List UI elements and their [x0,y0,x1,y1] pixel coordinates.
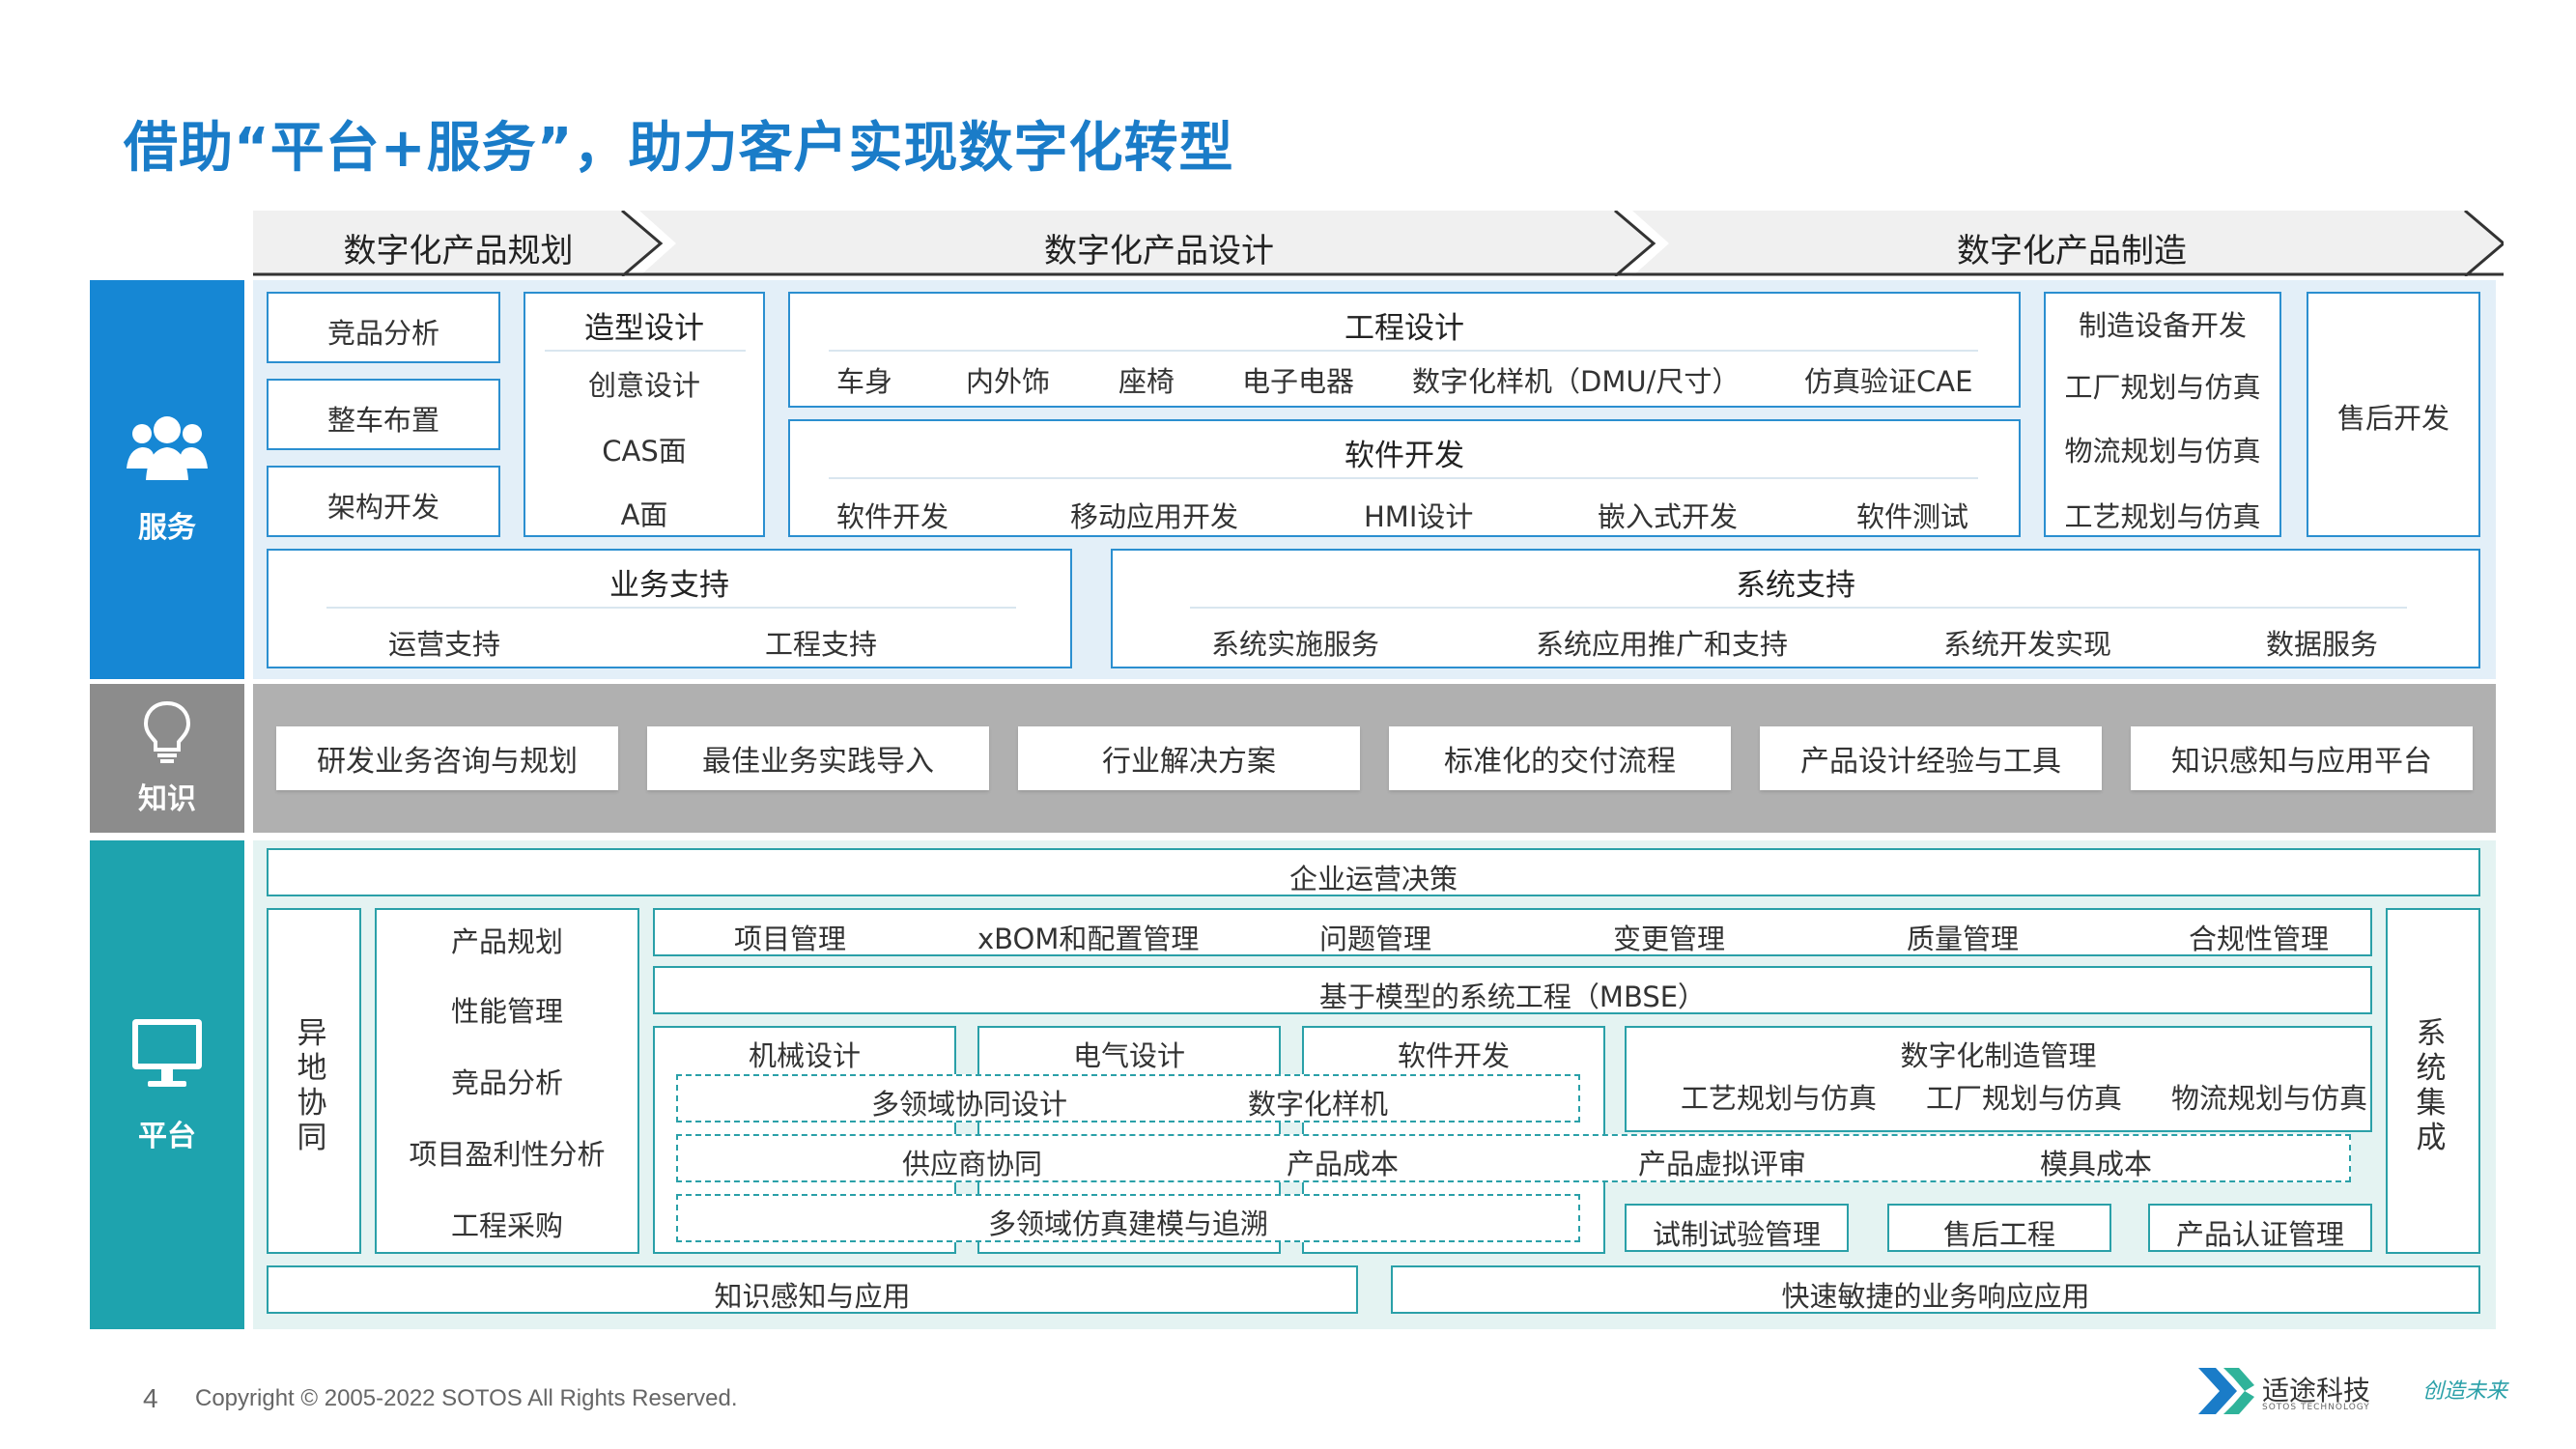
service-side-panel: 服务 [90,280,244,679]
platform-management-row: 项目管理 xBOM和配置管理 问题管理 变更管理 质量管理 合规性管理 [653,908,2372,956]
platform-collab-row: 多领域协同设计 数字化样机 [676,1074,1580,1122]
service-vehicle-layout: 整车布置 [267,379,500,450]
platform-aftersales-eng: 售后工程 [1887,1204,2111,1252]
brand-name: 适途科技 [2262,1375,2371,1406]
platform-trial-test-mgmt: 试制试验管理 [1625,1204,1849,1252]
service-styling-design: 造型设计 创意设计 CAS面 A面 [524,292,765,537]
phase-manufacturing: 数字化产品制造 [1957,232,2187,270]
knowledge-side-panel: 知识 [90,684,244,833]
page-title: 借助“平台+服务”，助力客户实现数字化转型 [124,117,1234,180]
platform-planning-column: 产品规划 性能管理 竞品分析 项目盈利性分析 工程采购 [375,908,639,1254]
platform-agile-response: 快速敏捷的业务响应应用 [1391,1265,2480,1314]
service-architecture-dev: 架构开发 [267,466,500,537]
platform-system-integration: 系统集成 [2386,908,2480,1254]
platform-digital-mfg: 数字化制造管理 工艺规划与仿真 工厂规划与仿真 物流规划与仿真 [1625,1026,2372,1132]
platform-certification-mgmt: 产品认证管理 [2148,1204,2372,1252]
service-competitor-analysis: 竞品分析 [267,292,500,363]
service-engineering-design: 工程设计 车身 内外饰 座椅 电子电器 数字化样机（DMU/尺寸） 仿真验证CA… [788,292,2021,408]
service-software-dev: 软件开发 软件开发 移动应用开发 HMI设计 嵌入式开发 软件测试 [788,419,2021,537]
knowledge-item-best-practice: 最佳业务实践导入 [647,726,989,790]
platform-label: 平台 [138,1120,196,1153]
platform-knowledge-app: 知识感知与应用 [267,1265,1358,1314]
sotos-logo-icon [2198,1368,2254,1414]
service-system-support: 系统支持 系统实施服务 系统应用推广和支持 系统开发实现 数据服务 [1111,549,2480,668]
service-aftersales: 售后开发 [2307,292,2480,537]
service-label: 服务 [138,510,196,545]
slogan: 创造未来 [2422,1379,2508,1404]
brand-name-en: SOTOS TECHNOLOGY [2262,1403,2370,1412]
page-number: 4 [143,1383,158,1413]
platform-remote-collab: 异地协同 [267,908,361,1254]
platform-enterprise-decision: 企业运营决策 [267,848,2480,896]
phase-design: 数字化产品设计 [1044,232,1274,270]
phase-planning: 数字化产品规划 [343,232,574,270]
knowledge-label: 知识 [138,782,196,816]
copyright-text: Copyright © 2005-2022 SOTOS All Rights R… [195,1385,738,1411]
phase-arrows [253,211,2504,276]
knowledge-item-industry-solution: 行业解决方案 [1018,726,1360,790]
service-business-support: 业务支持 运营支持 工程支持 [267,549,1072,668]
knowledge-item-consulting: 研发业务咨询与规划 [276,726,618,790]
knowledge-item-knowledge-platform: 知识感知与应用平台 [2131,726,2473,790]
service-manufacturing: 制造设备开发 工厂规划与仿真 物流规划与仿真 工艺规划与仿真 [2044,292,2281,537]
people-icon [127,415,208,480]
knowledge-band [253,684,2496,833]
lightbulb-icon [143,700,191,763]
knowledge-item-delivery-process: 标准化的交付流程 [1389,726,1731,790]
platform-mbse: 基于模型的系统工程（MBSE） [653,966,2372,1014]
knowledge-item-design-tools: 产品设计经验与工具 [1760,726,2102,790]
platform-simulation-row: 多领域仿真建模与追溯 [676,1194,1580,1242]
platform-side-panel: 平台 [90,840,244,1329]
platform-supply-row: 供应商协同 产品成本 产品虚拟评审 模具成本 [676,1134,2351,1182]
monitor-icon [132,1019,202,1087]
